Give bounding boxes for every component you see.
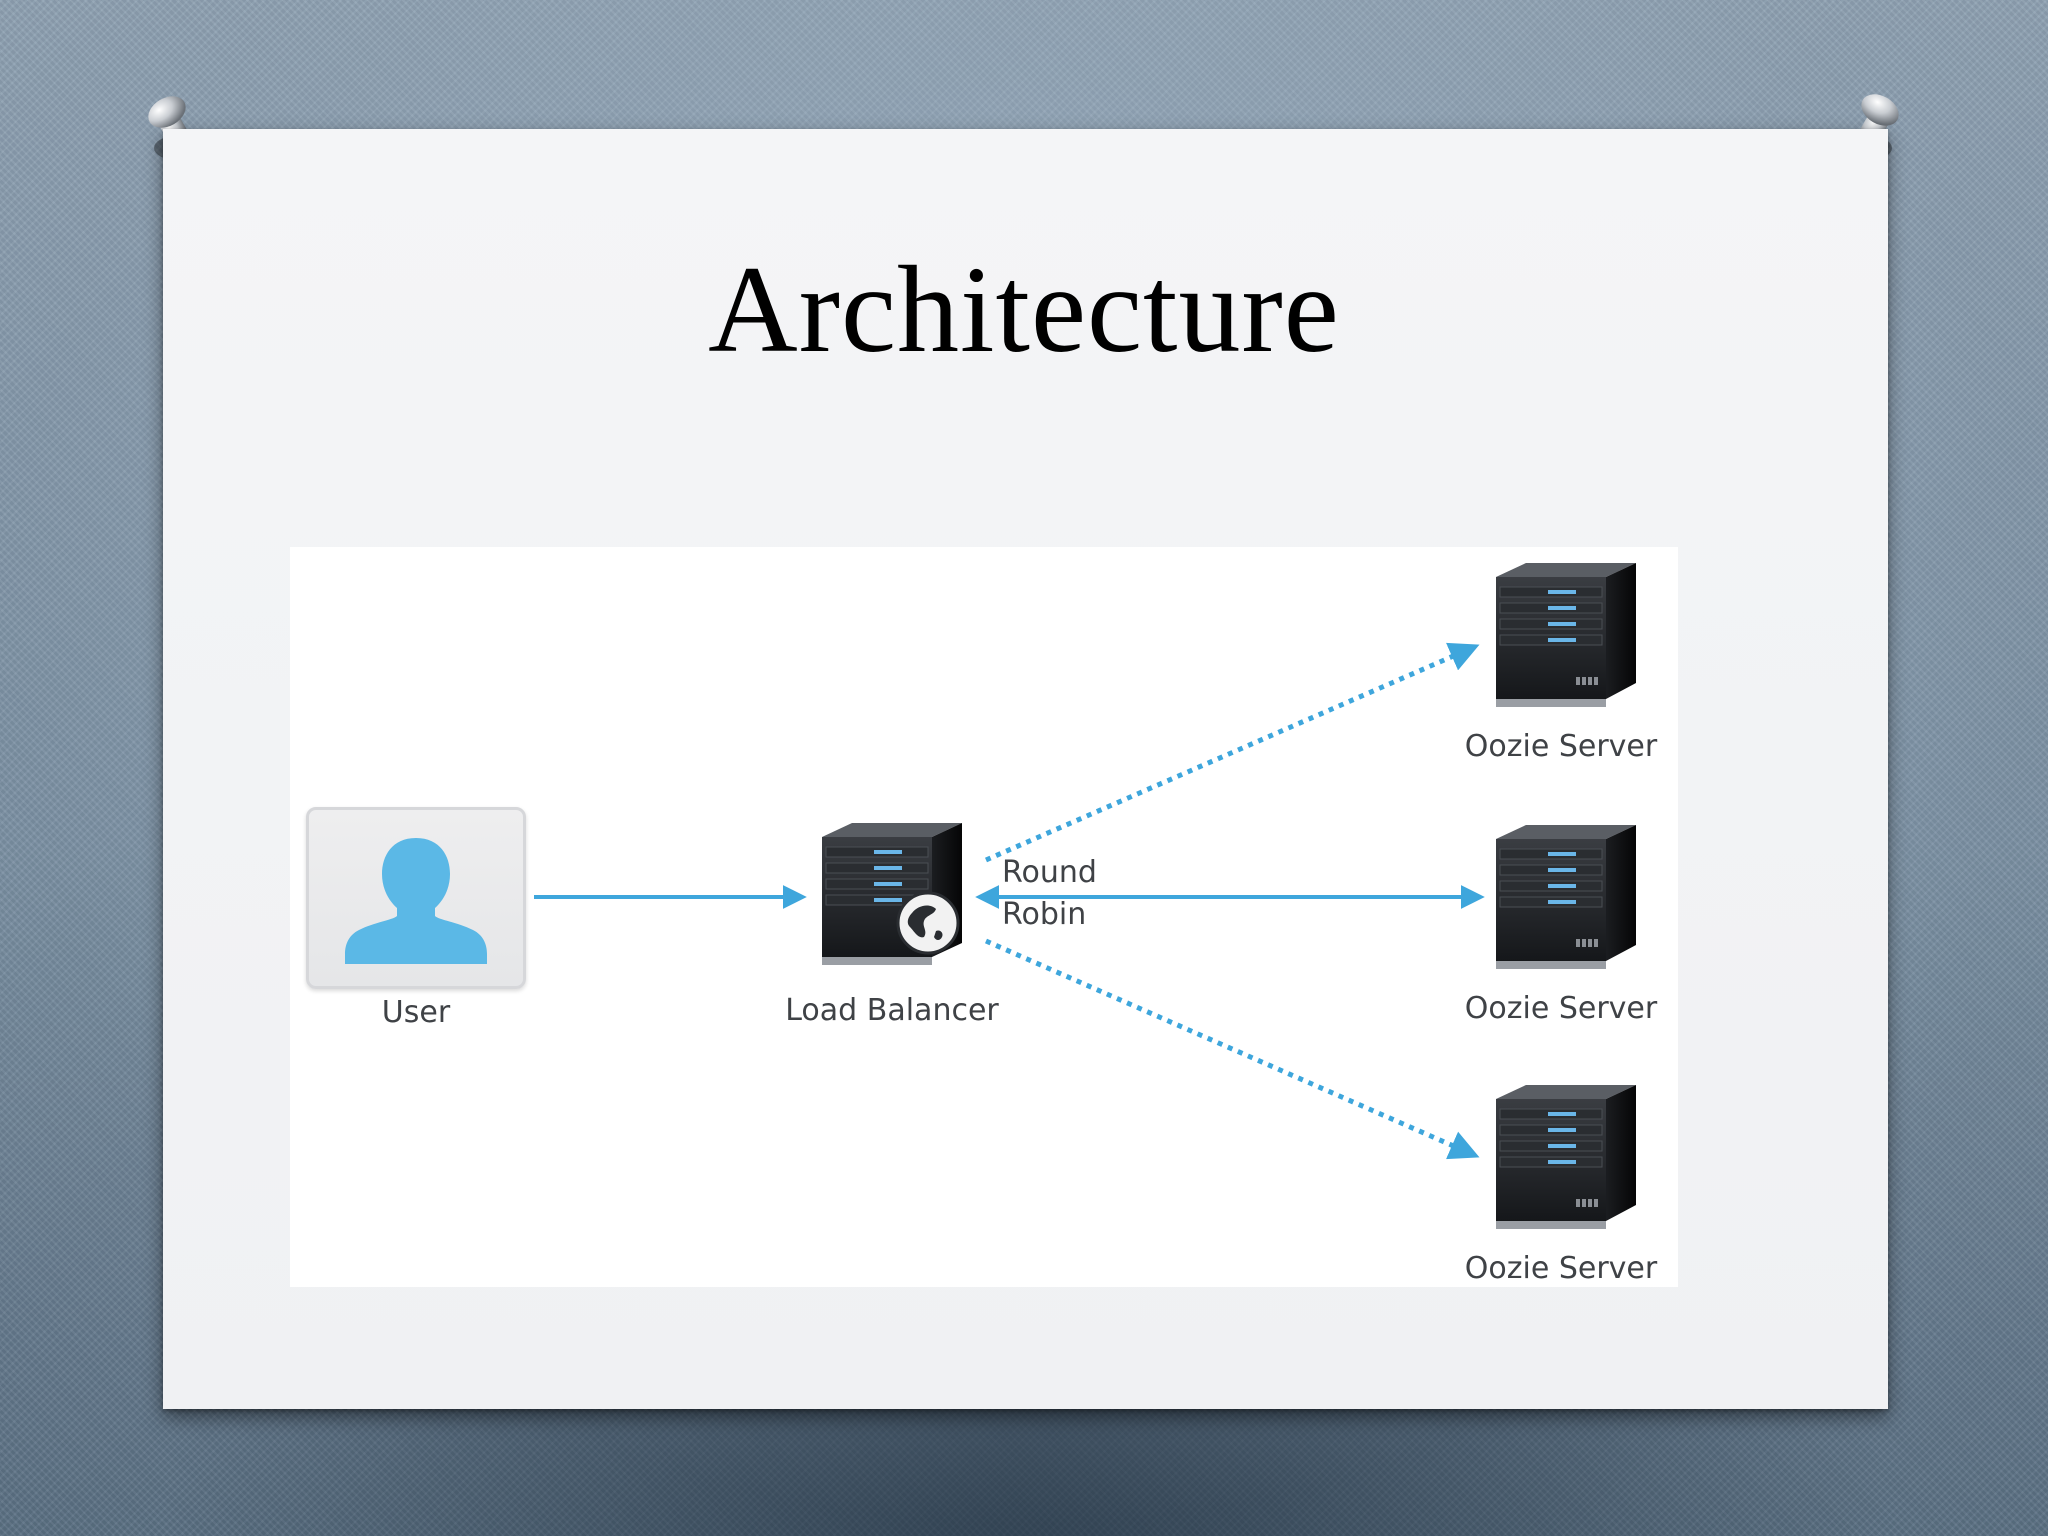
oozie-server-node [1490, 1079, 1650, 1239]
user-label: User [381, 995, 451, 1030]
oozie-server-label: Oozie Server [1464, 991, 1658, 1026]
load-balancer-label: Load Balancer [785, 993, 999, 1028]
server-globe-icon [822, 823, 962, 965]
oozie-server-label: Oozie Server [1464, 729, 1658, 764]
diagram-connections [534, 642, 1485, 1160]
server-icon [1496, 1085, 1636, 1229]
round-robin-label-line1: Round [1002, 855, 1097, 890]
architecture-diagram: User [290, 547, 1678, 1287]
server-icon [1496, 563, 1636, 707]
user-silhouette-icon [345, 838, 487, 964]
oozie-server-node [1490, 557, 1650, 717]
oozie-server-node [1490, 819, 1650, 979]
edge-load-balancer-to-server-1 [984, 642, 1480, 863]
oozie-server-label: Oozie Server [1464, 1251, 1658, 1286]
edge-load-balancer-to-server-3 [984, 938, 1480, 1160]
round-robin-label-line2: Robin [1002, 897, 1087, 932]
server-icon [1496, 825, 1636, 969]
user-node [306, 807, 526, 989]
slide-title: Architecture [708, 241, 1340, 378]
load-balancer-node [812, 817, 972, 977]
